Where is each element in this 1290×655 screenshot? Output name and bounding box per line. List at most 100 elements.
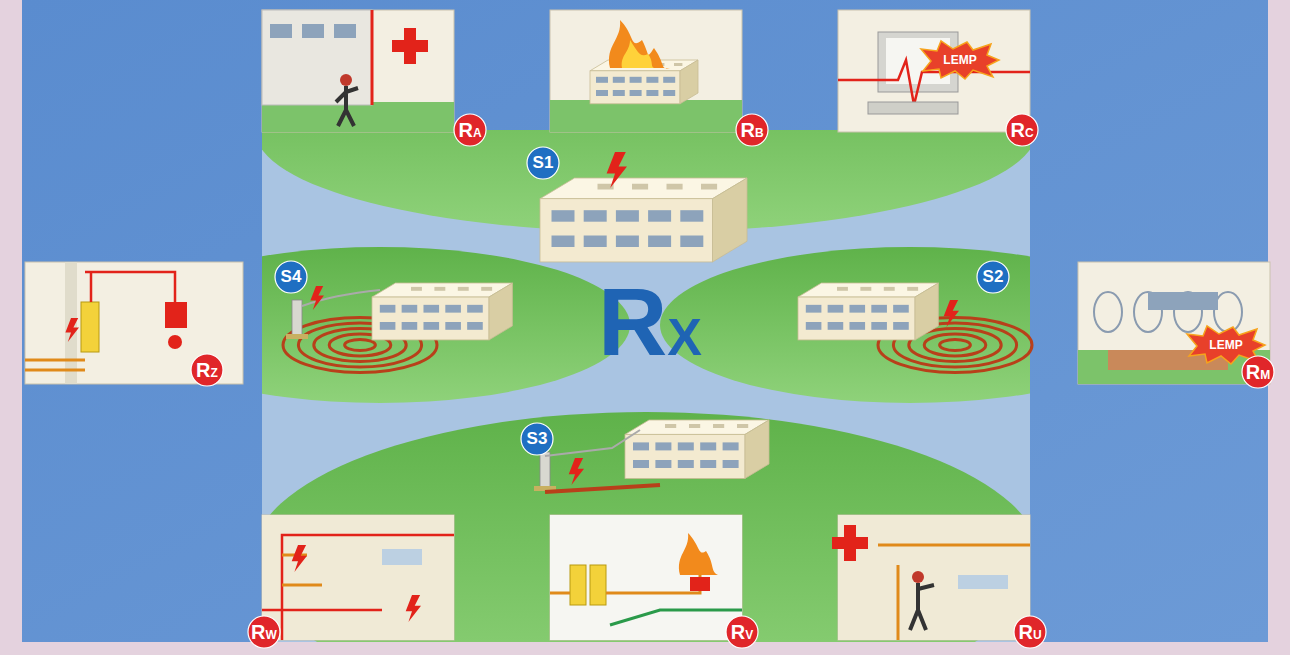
roof-unit	[411, 287, 422, 291]
window	[646, 77, 658, 83]
risk-symbol: RV	[731, 622, 753, 642]
window	[655, 460, 671, 468]
window	[633, 460, 649, 468]
roof-unit	[674, 63, 682, 66]
facade	[540, 199, 713, 262]
window	[613, 90, 625, 96]
badge-circle	[248, 616, 280, 648]
side-wall	[489, 283, 512, 340]
lemp-text: LEMP	[1209, 338, 1242, 352]
service-pole	[292, 300, 302, 336]
window	[893, 305, 909, 313]
pipe	[610, 610, 742, 625]
incoming-line	[25, 360, 85, 370]
window	[423, 322, 439, 330]
person	[336, 86, 358, 126]
side-wall	[745, 420, 769, 478]
facade	[590, 71, 680, 104]
window	[828, 305, 844, 313]
risk-symbol: RU	[1018, 622, 1041, 642]
window	[552, 210, 575, 222]
facade	[798, 297, 915, 340]
badge-circle	[1242, 356, 1274, 388]
center-illustrations	[283, 152, 1032, 492]
desk	[1148, 292, 1218, 310]
facade	[625, 434, 745, 478]
flame-core	[622, 40, 654, 68]
damage-picture	[832, 515, 1030, 640]
roof	[625, 420, 769, 434]
window	[648, 236, 671, 248]
damage-picture	[550, 515, 742, 640]
ground-current-ring	[940, 340, 971, 351]
window	[402, 305, 418, 313]
room	[262, 515, 454, 640]
roof-unit	[713, 424, 724, 428]
window	[584, 236, 607, 248]
risk-symbol: RC	[1010, 120, 1033, 140]
risk-badge: RB	[735, 113, 769, 147]
picture-frame	[838, 10, 1030, 132]
ground-current-ring	[283, 318, 437, 373]
wiring	[550, 575, 700, 593]
roof	[540, 178, 747, 199]
window	[630, 77, 642, 83]
red-cross	[832, 537, 868, 549]
badge-circle	[275, 261, 307, 293]
person	[910, 583, 934, 630]
lawn	[262, 102, 454, 132]
lightning-bolt	[607, 152, 627, 188]
window	[871, 322, 887, 330]
window	[596, 90, 608, 96]
window	[380, 322, 396, 330]
side-wall	[713, 178, 748, 262]
picture-frame	[550, 515, 742, 640]
burst-shape	[921, 41, 999, 79]
risk-badge: RZ	[190, 353, 224, 387]
risk-badge: RA	[453, 113, 487, 147]
risk-badge: RV	[725, 615, 759, 649]
source-badge: S3	[520, 422, 554, 456]
roof-unit	[737, 424, 748, 428]
equipment	[165, 302, 187, 328]
lightning-bolt	[65, 318, 79, 342]
risk-symbol: RB	[740, 120, 763, 140]
window	[849, 305, 865, 313]
window	[616, 236, 639, 248]
window	[402, 322, 418, 330]
wiring	[262, 535, 454, 640]
lawn	[550, 100, 742, 132]
source-symbol: S4	[281, 267, 302, 287]
room	[550, 515, 742, 640]
lightning-bolt	[292, 545, 307, 572]
overhead-line	[545, 430, 640, 456]
badge-circle	[726, 616, 758, 648]
picture-frame	[262, 10, 454, 132]
window	[663, 90, 675, 96]
roof-unit	[458, 287, 469, 291]
zone-s4	[262, 247, 630, 403]
window	[700, 442, 716, 450]
window	[633, 442, 649, 450]
roof-unit	[481, 287, 492, 291]
wiring	[85, 272, 175, 302]
window	[655, 442, 671, 450]
window	[334, 24, 356, 38]
picture-frame	[550, 10, 742, 132]
desk	[958, 575, 1008, 589]
badge-circle	[521, 423, 553, 455]
window	[678, 442, 694, 450]
total-risk-label: RX	[560, 262, 740, 382]
source-badge: S1	[526, 146, 560, 180]
window	[380, 305, 396, 313]
window	[723, 460, 739, 468]
person-head	[340, 74, 352, 86]
roof-unit	[667, 184, 683, 190]
lemp-text: LEMP	[943, 53, 976, 67]
risk-badge: RU	[1013, 615, 1047, 649]
window	[893, 322, 909, 330]
window	[630, 90, 642, 96]
picture-frame	[1078, 262, 1270, 384]
badge-circle	[736, 114, 768, 146]
risk-badge: RW	[247, 615, 281, 649]
